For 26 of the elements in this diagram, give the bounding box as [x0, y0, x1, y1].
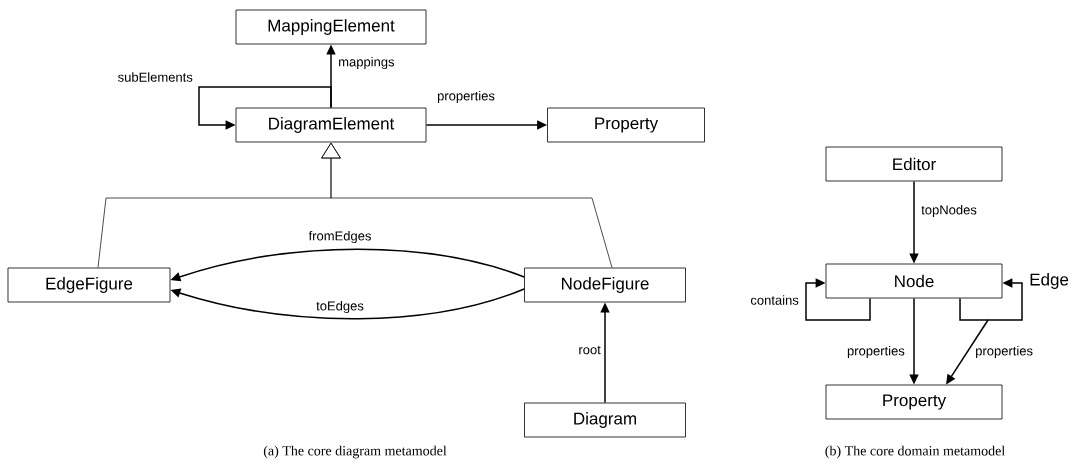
edge-label: properties [847, 345, 905, 359]
class-box: Diagram [524, 402, 686, 438]
edge-label: fromEdges [308, 230, 371, 244]
caption: (a) The core diagram metamodel [263, 445, 447, 459]
class-box: Editor [825, 146, 1003, 182]
association-arrow [198, 86, 332, 130]
generalization-arrow [321, 142, 613, 268]
edge-label: properties [976, 345, 1033, 359]
class-box: Node [825, 263, 1003, 299]
caption: (b) The core domain metamodel [825, 445, 1005, 459]
association-arrow [805, 278, 871, 321]
class-box: Property [825, 384, 1003, 420]
class-box: DiagramElement [235, 107, 427, 143]
edge-label: root [579, 345, 601, 355]
edge-label: properties [437, 90, 495, 104]
association-arrow [959, 278, 1023, 321]
class-box: EdgeFigure [7, 267, 171, 303]
edge-label: Edge [1030, 273, 1069, 289]
edge-label: contains [750, 295, 799, 305]
edge-label: toEdges [316, 300, 364, 314]
class-box: NodeFigure [524, 267, 686, 303]
class-box: Property [547, 107, 705, 143]
edge-label: subElements [118, 72, 193, 82]
edge-label: mappings [339, 56, 395, 70]
class-box: MappingElement [235, 9, 427, 45]
edge-label: topNodes [921, 204, 977, 218]
